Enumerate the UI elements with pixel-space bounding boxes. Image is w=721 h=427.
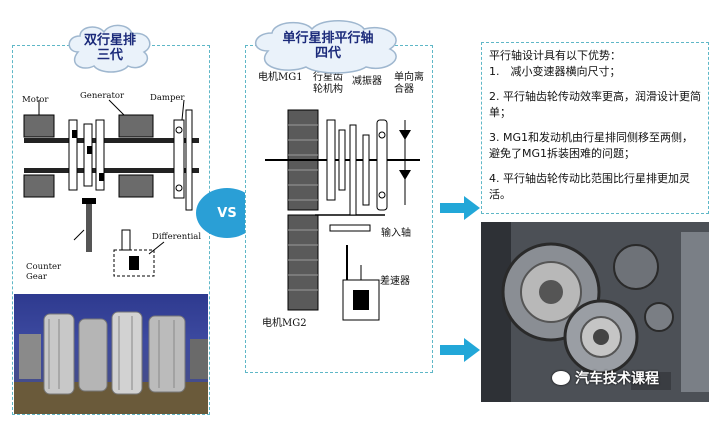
advantage-item-3: 3. MG1和发动机由行星排同侧移至两侧，避免了MG1拆装困难的问题； xyxy=(489,131,694,160)
label-differential-cn: 差速器 xyxy=(380,276,410,287)
damper-block xyxy=(173,119,185,199)
label-mg1: 电机MG1 xyxy=(258,72,303,83)
advantage-item-2: 2. 平行轴齿轮传动效率更高，润滑设计更简单； xyxy=(489,90,701,119)
generator-block xyxy=(118,114,154,138)
advantage-item-4: 4. 平行轴齿轮传动比范围比行星排更加灵活。 xyxy=(489,172,690,201)
label-damper: Damper xyxy=(150,93,185,103)
label-mg2: 电机MG2 xyxy=(262,318,307,329)
label-counter-gear: Counter Gear xyxy=(26,262,62,282)
advantage-item-1: 1. 减小变速器横向尺寸； xyxy=(489,65,621,78)
watermark: 汽车技术课程 xyxy=(552,368,659,388)
label-gear-train: 行星齿 轮机构 xyxy=(313,72,343,95)
arrow-lower-icon xyxy=(440,338,480,362)
arrow-upper-icon xyxy=(440,196,480,220)
label-differential: Differential xyxy=(152,232,202,242)
vs-label: VS xyxy=(217,205,237,221)
transmission-photo xyxy=(481,222,709,402)
left-title: 双行星排 三代 xyxy=(83,33,136,63)
mg2-block xyxy=(287,214,319,311)
label-damper-cn: 减振器 xyxy=(352,76,382,87)
middle-panel xyxy=(245,45,433,373)
label-motor: Motor xyxy=(22,95,49,105)
middle-title: 单行星排平行轴 四代 xyxy=(282,31,374,61)
advantages-panel xyxy=(481,42,709,214)
middle-schematic xyxy=(265,109,420,321)
label-input-shaft: 输入轴 xyxy=(381,228,411,239)
label-clutch: 单向离 合器 xyxy=(394,72,424,95)
motor-block xyxy=(23,114,55,138)
damper-symbol xyxy=(376,119,388,211)
watermark-text: 汽车技术课程 xyxy=(575,371,659,387)
advantages-text: 平行轴设计具有以下优势： 1. 减小变速器横向尺寸； 2. 平行轴齿轮传动效率更… xyxy=(489,48,703,212)
left-title-cloud: 双行星排 三代 xyxy=(64,22,156,74)
left-schematic xyxy=(23,99,199,277)
middle-title-cloud: 单行星排平行轴 四代 xyxy=(248,17,408,75)
advantages-heading: 平行轴设计具有以下优势： xyxy=(489,49,621,62)
planetary-gear-photo xyxy=(14,294,208,414)
label-generator: Generator xyxy=(80,91,125,101)
wechat-icon xyxy=(552,371,570,385)
